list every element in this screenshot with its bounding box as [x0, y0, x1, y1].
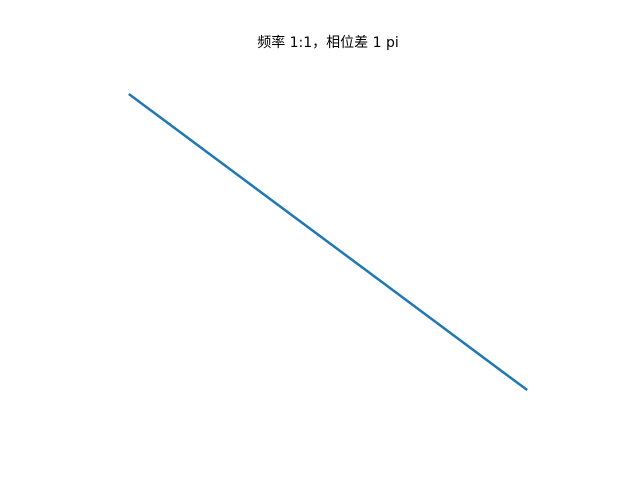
series-line-0 — [128, 92, 528, 392]
chart-title: 频率 1:1，相位差 1 pi — [257, 35, 399, 51]
